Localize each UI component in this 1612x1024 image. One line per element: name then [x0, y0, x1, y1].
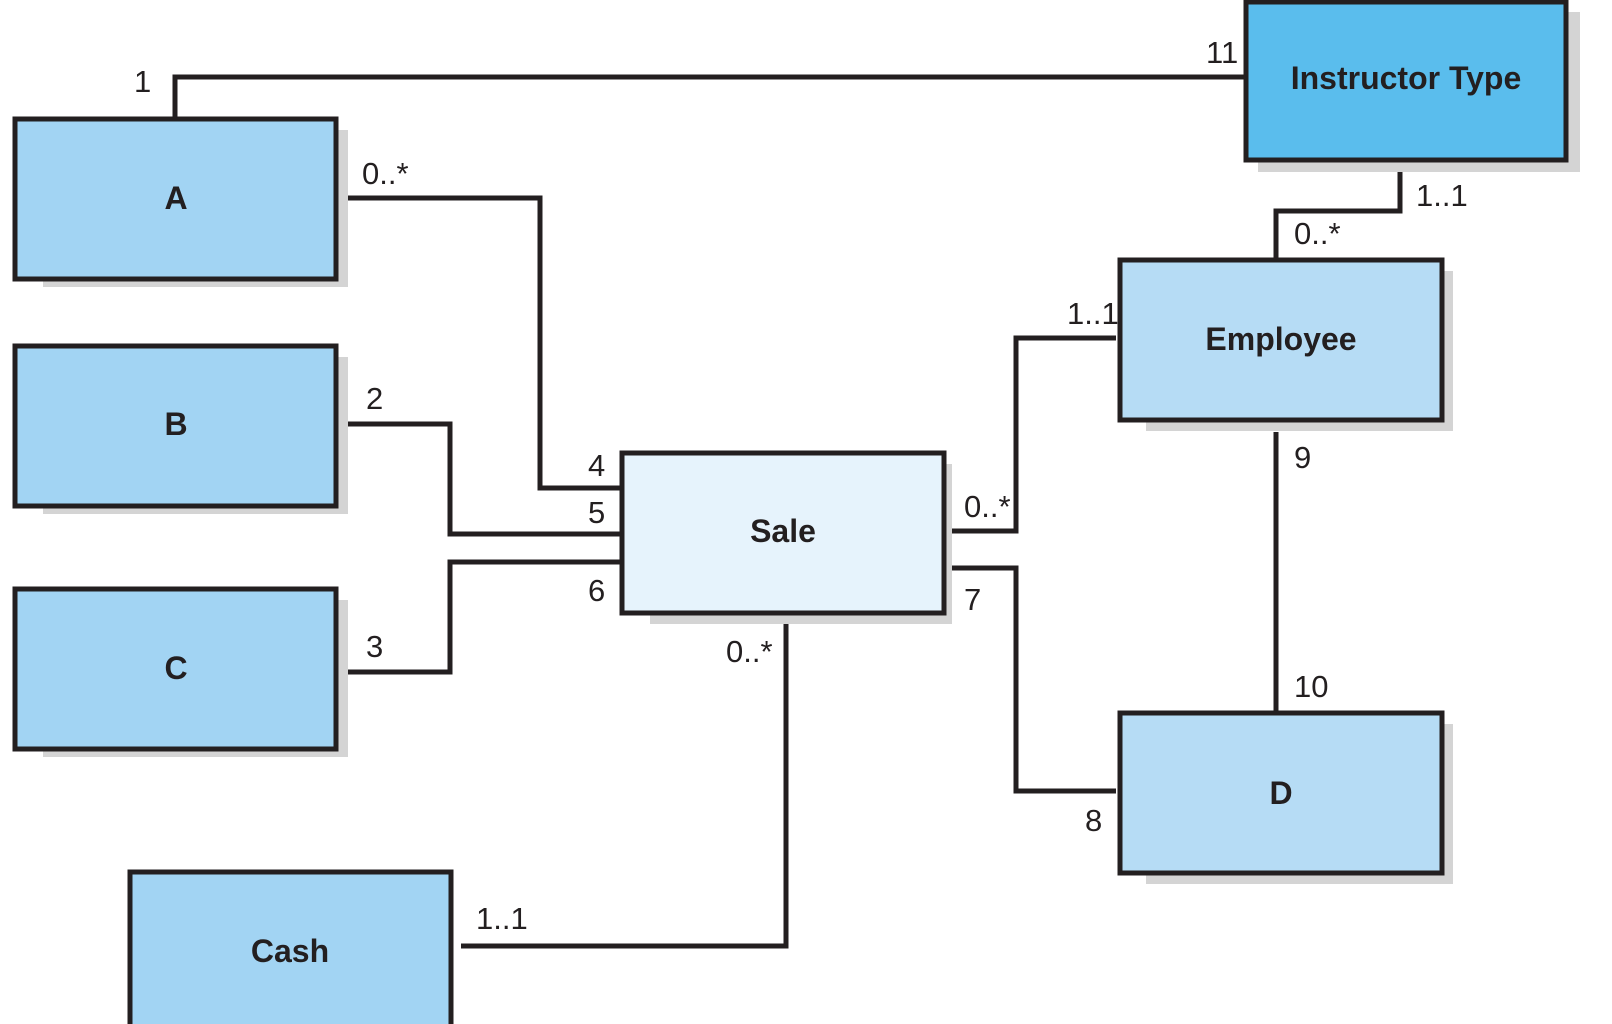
class-employee-label: Employee [1205, 321, 1356, 357]
class-sale[interactable]: Sale [619, 450, 952, 624]
class-instructor-type[interactable]: Instructor Type [1243, 0, 1580, 172]
class-sale-box [619, 450, 947, 616]
multiplicity-sale-cash: 0..* [726, 634, 773, 669]
class-instructor-type-box [1243, 0, 1569, 163]
multiplicity-4: 4 [588, 448, 605, 483]
class-d-label: D [1269, 775, 1292, 811]
class-c[interactable]: C [12, 586, 348, 757]
connectors [172, 74, 1403, 949]
association-b-sale [347, 421, 622, 537]
class-b[interactable]: B [12, 343, 348, 514]
class-a-label: A [164, 180, 187, 216]
multiplicity-11: 11 [1206, 35, 1238, 70]
multiplicity-sale-employee: 0..* [964, 489, 1011, 524]
class-d-box [1117, 710, 1445, 876]
association-c-sale [347, 559, 622, 675]
association-a-instructor-type [172, 74, 1248, 119]
class-cash-label: Cash [251, 933, 329, 969]
association-cash-sale [461, 623, 789, 949]
class-c-label: C [164, 650, 187, 686]
association-sale-employee [951, 335, 1116, 534]
multiplicity-a-sale: 0..* [362, 156, 409, 191]
class-a[interactable]: A [12, 116, 348, 287]
multiplicity-5: 5 [588, 495, 605, 530]
multiplicity-10: 10 [1294, 669, 1328, 704]
association-a-sale [347, 195, 622, 491]
multiplicity-6: 6 [588, 573, 605, 608]
association-employee-instructor-type [1273, 172, 1403, 260]
class-cash[interactable]: Cash [127, 869, 454, 1024]
class-sale-label: Sale [750, 513, 816, 549]
multiplicity-2: 2 [366, 381, 383, 416]
association-sale-d [951, 565, 1116, 794]
class-employee-box [1117, 257, 1445, 423]
multiplicity-9: 9 [1294, 440, 1311, 475]
multiplicity-3: 3 [366, 629, 383, 664]
class-instructor-type-label: Instructor Type [1291, 60, 1522, 96]
multiplicity-labels: 1 11 0..* 2 3 4 5 6 0..* 1..1 0..* 7 1..… [134, 35, 1468, 936]
class-c-box [12, 586, 339, 752]
multiplicity-instructor-employee: 1..1 [1416, 178, 1468, 213]
multiplicity-7: 7 [964, 582, 981, 617]
multiplicity-1: 1 [134, 64, 151, 99]
class-a-box [12, 116, 339, 282]
class-b-box [12, 343, 339, 509]
multiplicity-employee-sale: 1..1 [1067, 296, 1119, 331]
class-d[interactable]: D [1117, 710, 1453, 884]
class-b-label: B [164, 406, 187, 442]
class-employee[interactable]: Employee [1117, 257, 1453, 431]
multiplicity-8: 8 [1085, 803, 1102, 838]
multiplicity-employee-instructor: 0..* [1294, 216, 1341, 251]
class-cash-box [127, 869, 454, 1024]
multiplicity-cash-sale: 1..1 [476, 901, 528, 936]
